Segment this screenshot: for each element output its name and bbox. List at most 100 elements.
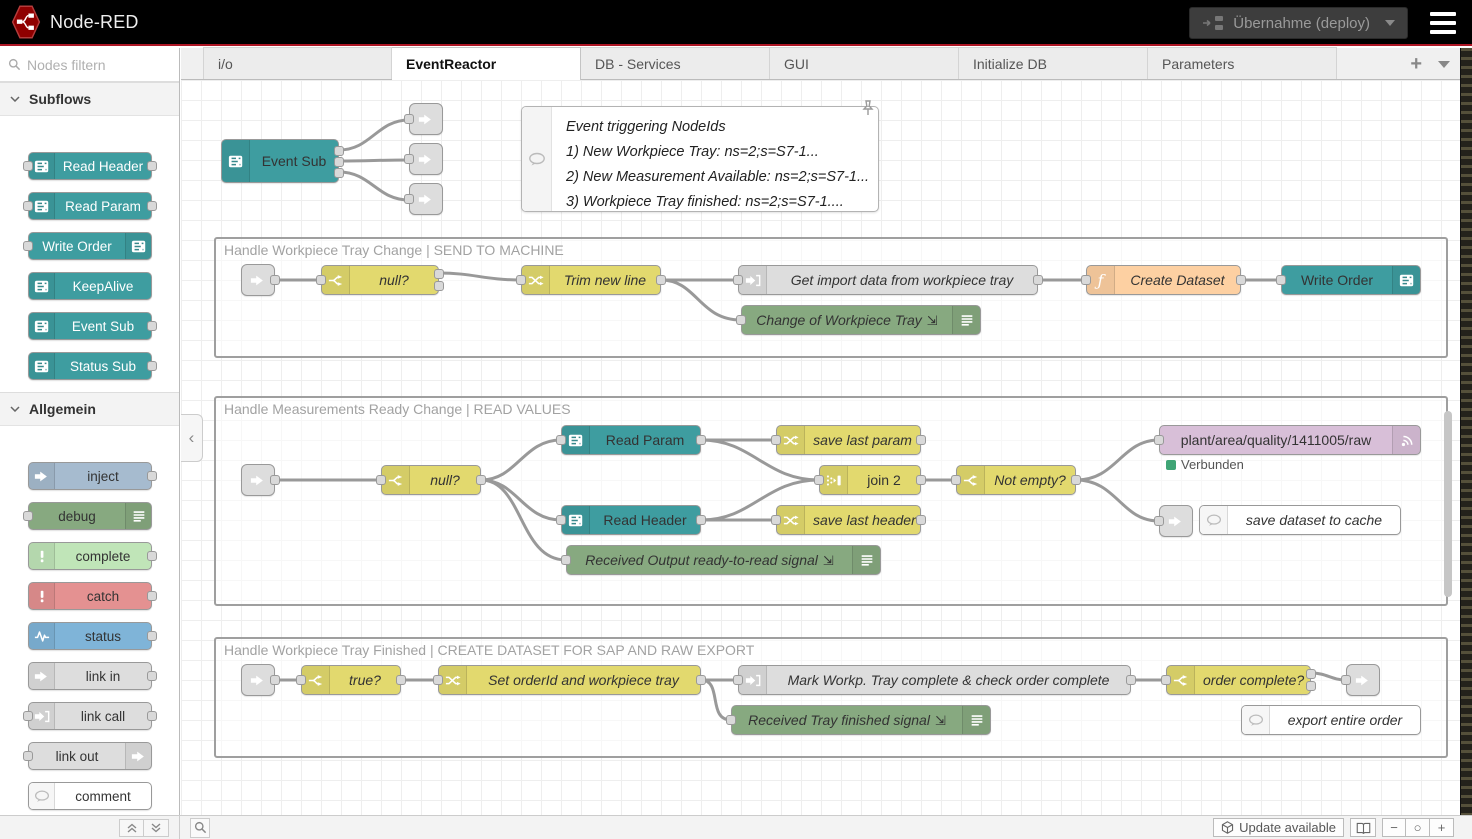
port-in[interactable] bbox=[316, 275, 326, 285]
port-out[interactable] bbox=[1071, 475, 1081, 485]
port-in[interactable] bbox=[733, 275, 743, 285]
port-out[interactable] bbox=[1126, 675, 1136, 685]
node-link-out[interactable] bbox=[1341, 664, 1380, 696]
tab-gui[interactable]: GUI bbox=[770, 47, 959, 79]
palette-node-keepalive[interactable]: KeepAlive bbox=[28, 272, 152, 300]
zoom-in-button[interactable]: + bbox=[1430, 818, 1454, 837]
palette-node-write-order[interactable]: Write Order bbox=[23, 232, 152, 260]
tab-eventreactor[interactable]: EventReactor bbox=[392, 47, 581, 80]
port-out[interactable] bbox=[270, 475, 280, 485]
port-out[interactable] bbox=[147, 201, 157, 211]
port-in[interactable] bbox=[376, 475, 386, 485]
node-event-sub[interactable]: Event Sub bbox=[221, 139, 344, 183]
update-available-button[interactable]: Update available bbox=[1213, 818, 1344, 837]
deploy-options-caret[interactable] bbox=[1385, 20, 1395, 26]
node-subflow-read-param[interactable]: Read Param bbox=[556, 425, 706, 455]
port-out[interactable] bbox=[270, 675, 280, 685]
port-out[interactable] bbox=[1033, 275, 1043, 285]
port-in[interactable] bbox=[726, 715, 736, 725]
tab-parameters[interactable]: Parameters bbox=[1148, 47, 1337, 79]
port-out[interactable] bbox=[334, 168, 344, 178]
node-link-call-get-import[interactable]: Get import data from workpiece tray bbox=[733, 265, 1043, 295]
port-out[interactable] bbox=[656, 275, 666, 285]
palette-section-allgemein[interactable]: Allgemein bbox=[0, 392, 179, 426]
port-in[interactable] bbox=[23, 201, 33, 211]
port-out[interactable] bbox=[1236, 275, 1246, 285]
port-in[interactable] bbox=[951, 475, 961, 485]
port-in[interactable] bbox=[23, 711, 33, 721]
port-out[interactable] bbox=[396, 675, 406, 685]
node-mqtt-out[interactable]: plant/area/quality/1411005/raw bbox=[1154, 425, 1421, 455]
palette-node-status-sub[interactable]: Status Sub bbox=[28, 352, 157, 380]
port-in[interactable] bbox=[23, 161, 33, 171]
zoom-out-button[interactable]: − bbox=[1382, 818, 1406, 837]
port-out[interactable] bbox=[434, 281, 444, 291]
add-flow-button[interactable]: + bbox=[1410, 53, 1422, 75]
port-out[interactable] bbox=[434, 269, 444, 279]
port-in[interactable] bbox=[23, 241, 33, 251]
tab-io[interactable]: i/o bbox=[203, 47, 392, 79]
port-out[interactable] bbox=[696, 435, 706, 445]
node-link-in[interactable] bbox=[241, 464, 280, 496]
port-out[interactable] bbox=[334, 157, 344, 167]
group-tray-finished[interactable]: Handle Workpiece Tray Finished | CREATE … bbox=[214, 637, 1448, 758]
port-out[interactable] bbox=[147, 471, 157, 481]
node-link-call-mark-complete[interactable]: Mark Workp. Tray complete & check order … bbox=[733, 665, 1136, 695]
palette-collapse-all-button[interactable] bbox=[119, 818, 144, 837]
node-switch-order-complete[interactable]: order complete? bbox=[1161, 665, 1316, 695]
node-link-out[interactable] bbox=[404, 143, 443, 175]
port-out[interactable] bbox=[916, 475, 926, 485]
port-out[interactable] bbox=[696, 515, 706, 525]
node-debug-received-output[interactable]: Received Output ready-to-read signal⇲ bbox=[561, 545, 881, 575]
node-link-in[interactable] bbox=[241, 664, 280, 696]
node-debug-tray-finished[interactable]: Received Tray finished signal⇲ bbox=[726, 705, 991, 735]
node-link-out[interactable] bbox=[404, 103, 443, 135]
right-sidebar-edge[interactable] bbox=[1460, 48, 1472, 839]
deploy-button[interactable]: Übernahme (deploy) bbox=[1189, 7, 1408, 39]
port-in[interactable] bbox=[556, 515, 566, 525]
flow-canvas[interactable]: Handle Workpiece Tray Change | SEND TO M… bbox=[181, 80, 1460, 815]
node-switch-null-2[interactable]: null? bbox=[376, 465, 486, 495]
port-in[interactable] bbox=[404, 194, 414, 204]
port-in[interactable] bbox=[814, 475, 824, 485]
port-out[interactable] bbox=[696, 675, 706, 685]
tab-initialize-db[interactable]: Initialize DB bbox=[959, 47, 1148, 79]
palette-node-status[interactable]: status bbox=[28, 622, 157, 650]
port-in[interactable] bbox=[404, 114, 414, 124]
port-out[interactable] bbox=[147, 321, 157, 331]
port-in[interactable] bbox=[771, 515, 781, 525]
palette-node-debug[interactable]: debug bbox=[23, 502, 152, 530]
palette-node-link-in[interactable]: link in bbox=[28, 662, 157, 690]
port-in[interactable] bbox=[433, 675, 443, 685]
port-in[interactable] bbox=[404, 154, 414, 164]
port-out[interactable] bbox=[147, 711, 157, 721]
canvas-vertical-scrollbar[interactable] bbox=[1444, 411, 1452, 597]
palette-collapse-handle[interactable]: ‹ bbox=[181, 414, 203, 462]
node-comment-export-order[interactable]: export entire order bbox=[1241, 705, 1421, 735]
palette-node-link-out[interactable]: link out bbox=[23, 742, 152, 770]
port-out[interactable] bbox=[334, 146, 344, 156]
canvas-search-button[interactable] bbox=[190, 817, 210, 838]
port-in[interactable] bbox=[561, 555, 571, 565]
zoom-reset-button[interactable]: ○ bbox=[1406, 818, 1430, 837]
group-tray-change[interactable]: Handle Workpiece Tray Change | SEND TO M… bbox=[214, 237, 1448, 358]
port-in[interactable] bbox=[1154, 435, 1164, 445]
navigator-button[interactable] bbox=[1350, 818, 1376, 837]
node-switch-true[interactable]: true? bbox=[296, 665, 406, 695]
node-subflow-read-header[interactable]: Read Header bbox=[556, 505, 706, 535]
port-out[interactable] bbox=[1306, 669, 1316, 679]
port-in[interactable] bbox=[1276, 275, 1286, 285]
port-out[interactable] bbox=[916, 435, 926, 445]
port-in[interactable] bbox=[736, 315, 746, 325]
main-menu-button[interactable] bbox=[1430, 12, 1456, 34]
node-switch-not-empty[interactable]: Not empty? bbox=[951, 465, 1081, 495]
port-out[interactable] bbox=[916, 515, 926, 525]
palette-search[interactable]: Nodes filtern bbox=[0, 48, 179, 82]
node-change-trim-new-line[interactable]: Trim new line bbox=[516, 265, 666, 295]
palette-node-comment[interactable]: comment bbox=[28, 782, 152, 810]
port-in[interactable] bbox=[516, 275, 526, 285]
node-switch-null-1[interactable]: null? bbox=[316, 265, 444, 295]
port-in[interactable] bbox=[733, 675, 743, 685]
tab-db-services[interactable]: DB - Services bbox=[581, 47, 770, 79]
node-change-set-orderid[interactable]: Set orderId and workpiece tray bbox=[433, 665, 706, 695]
